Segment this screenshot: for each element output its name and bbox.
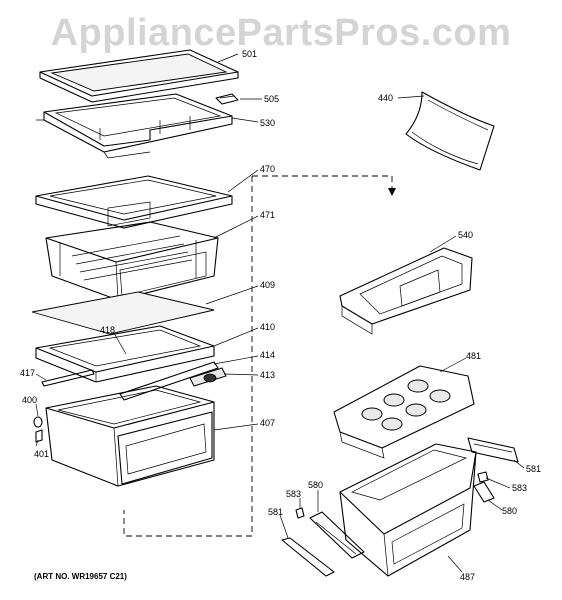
rail-part-414 xyxy=(119,361,219,401)
callout-418: 418 xyxy=(100,325,115,335)
slide-part-580-right xyxy=(473,481,495,503)
callout-581-left: 581 xyxy=(268,507,283,517)
screw-part-583-right xyxy=(477,471,489,483)
frame-part-410 xyxy=(35,325,215,383)
crisper-cover-part-470 xyxy=(35,175,233,229)
glass-panel-part-409 xyxy=(31,291,215,335)
callout-471: 471 xyxy=(260,210,275,220)
tray-part-540 xyxy=(339,247,473,335)
callout-410: 410 xyxy=(260,322,275,332)
screw-part-583-left xyxy=(295,507,305,519)
callout-581-right: 581 xyxy=(526,464,541,474)
callout-401: 401 xyxy=(34,449,49,459)
bracket-part-581-left xyxy=(281,537,335,577)
callout-414: 414 xyxy=(260,350,275,360)
arrow-head xyxy=(388,188,396,196)
cover-part-440 xyxy=(405,91,495,171)
clip-part-505 xyxy=(215,93,239,105)
callout-540: 540 xyxy=(458,230,473,240)
callout-409: 409 xyxy=(260,280,275,290)
egg-tray-part-481 xyxy=(333,365,475,459)
bin-part-487 xyxy=(339,443,477,577)
callout-417: 417 xyxy=(20,368,35,378)
rod-part-417 xyxy=(41,369,95,387)
cap-part-400 xyxy=(33,416,43,428)
callout-487: 487 xyxy=(460,572,475,582)
watermark-logo: AppliancePartsPros.com xyxy=(50,12,512,54)
callout-481: 481 xyxy=(466,351,481,361)
callout-530: 530 xyxy=(260,118,275,128)
screw-part-401 xyxy=(35,429,43,443)
callout-407: 407 xyxy=(260,418,275,428)
callout-470: 470 xyxy=(260,164,275,174)
callout-583-left: 583 xyxy=(286,489,301,499)
callout-583-right: 583 xyxy=(512,483,527,493)
shelf-glass-part-501 xyxy=(39,49,239,103)
slide-part-580-left xyxy=(309,511,365,559)
drawer-part-407 xyxy=(45,385,215,487)
callout-580-right: 580 xyxy=(502,506,517,516)
dashed-connector xyxy=(123,175,393,537)
callout-505: 505 xyxy=(264,94,279,104)
bracket-part-581-right xyxy=(467,437,519,463)
crisper-pan-part-471 xyxy=(45,201,219,301)
callout-580-left: 580 xyxy=(308,480,323,490)
callout-labels: 501 505 530 470 471 409 418 410 414 417 … xyxy=(20,49,541,582)
roller-part-413 xyxy=(189,367,227,387)
shelf-frame-part-530 xyxy=(36,93,233,159)
callout-501: 501 xyxy=(242,49,257,59)
callout-413: 413 xyxy=(260,370,275,380)
callout-400: 400 xyxy=(22,395,37,405)
leader-lines xyxy=(35,53,525,573)
art-number: (ART NO. WR19657 C21) xyxy=(34,572,127,581)
callout-440: 440 xyxy=(378,93,393,103)
